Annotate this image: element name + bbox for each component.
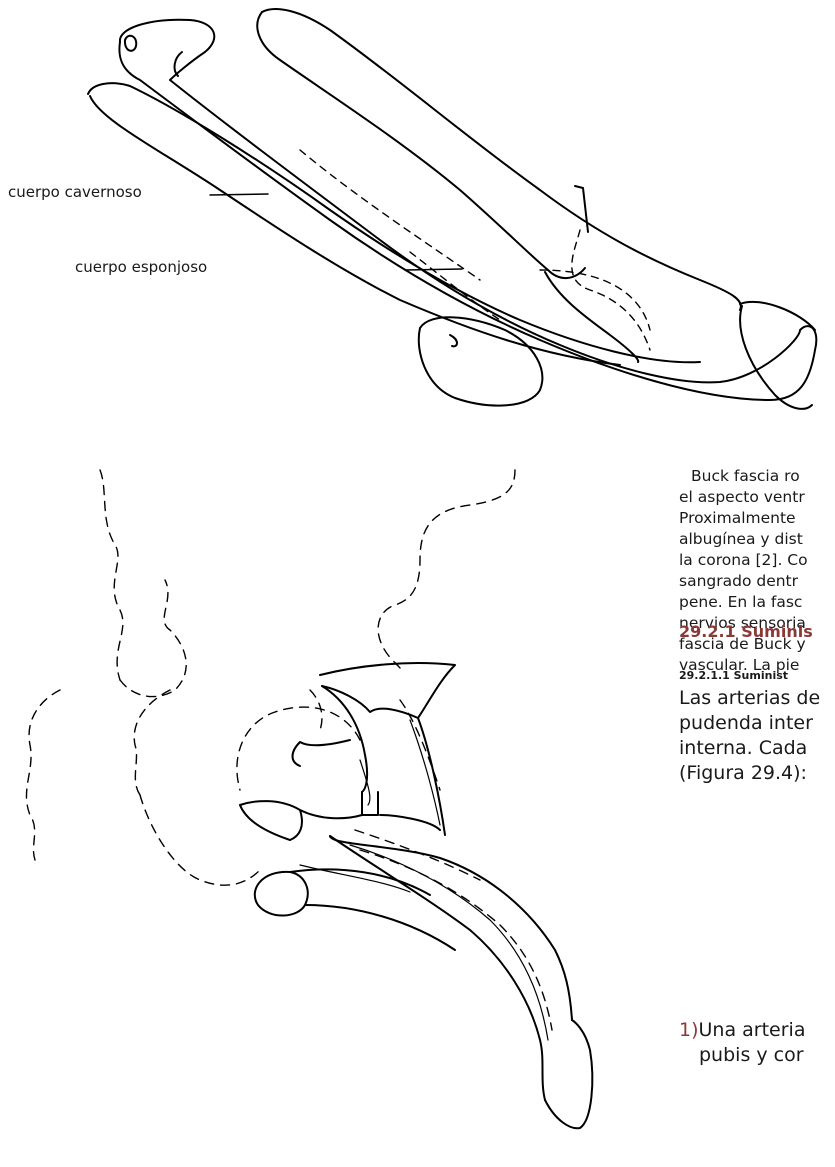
inner-urethra-lines xyxy=(300,720,548,1040)
text-line: Buck fascia ro xyxy=(679,466,835,487)
nerve-dashed-paths xyxy=(26,470,552,1030)
text-line: Proximalmente xyxy=(679,508,835,529)
label-corpus-cavernosum: cuerpo cavernoso xyxy=(8,183,142,201)
list-item: 1)Una arteria pubis y cor xyxy=(679,1018,805,1068)
paragraph-arteries: Las arterias de pudenda inter interna. C… xyxy=(679,686,820,786)
label-corpus-spongiosum: cuerpo esponjoso xyxy=(75,258,207,276)
text-line: el aspecto ventr xyxy=(679,487,835,508)
section-heading: 29.2.1 Suminis xyxy=(679,622,813,641)
text-line: interna. Cada xyxy=(679,736,820,761)
text-line: albugínea y dist xyxy=(679,529,835,550)
text-line: pudenda inter xyxy=(679,711,820,736)
paragraph-buck-fascia: Buck fascia ro el aspecto ventr Proximal… xyxy=(679,466,835,676)
text-line: pene. En la fasc xyxy=(679,592,835,613)
text-line: la corona [2]. Co xyxy=(679,550,835,571)
penis-shaft-drawing xyxy=(88,9,816,409)
list-number: 1) xyxy=(679,1019,699,1041)
text-line: Las arterias de xyxy=(679,686,820,711)
subsection-heading: 29.2.1.1 Suminist xyxy=(679,669,788,682)
urethra-drawing xyxy=(240,663,592,1128)
list-text-continued: pubis y cor xyxy=(679,1043,805,1068)
list-text: Una arteria xyxy=(699,1019,806,1041)
text-line: sangrado dentr xyxy=(679,571,835,592)
text-line: (Figura 29.4): xyxy=(679,761,820,786)
